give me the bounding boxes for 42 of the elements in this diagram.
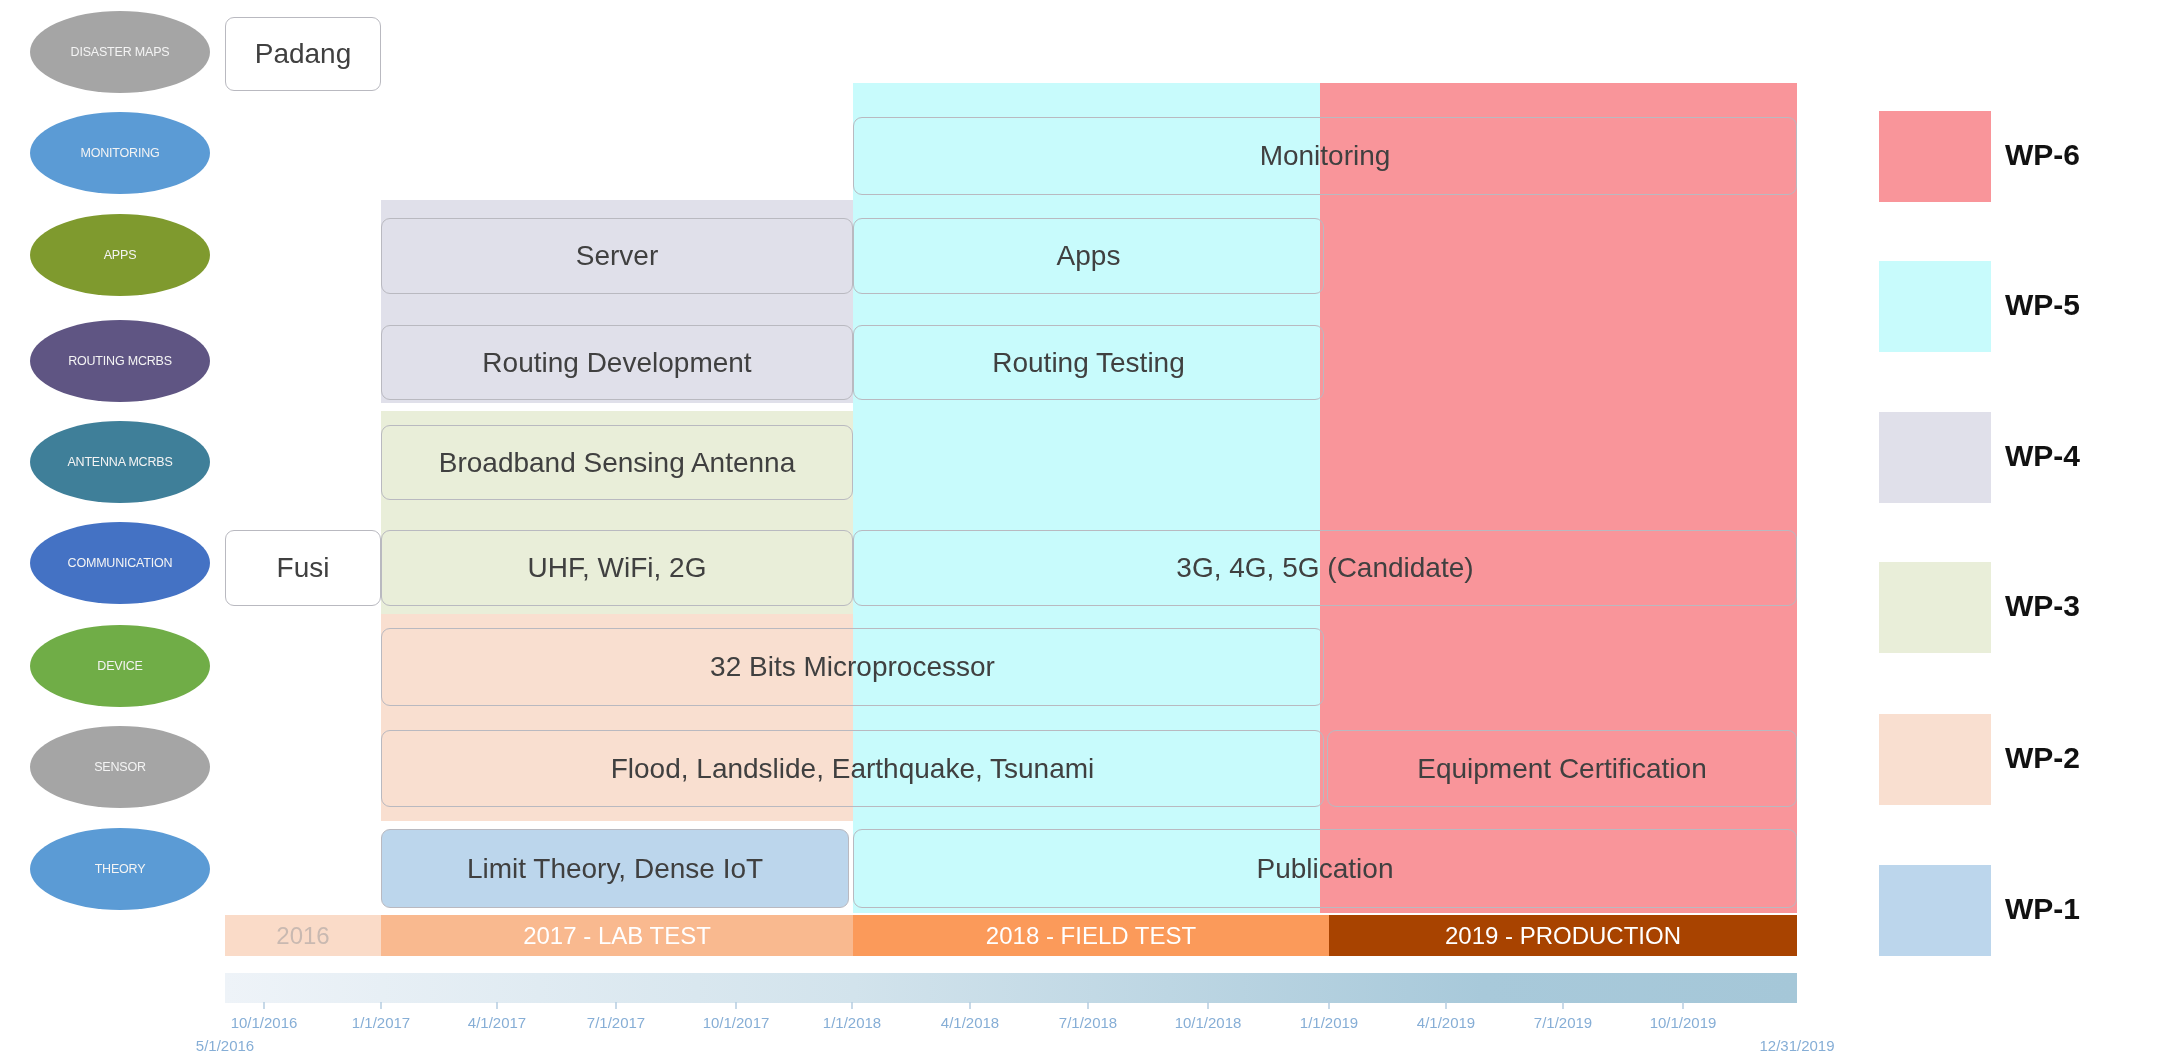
category-oval: COMMUNICATION <box>30 522 210 604</box>
category-oval: DISASTER MAPS <box>30 11 210 93</box>
date-label: 12/31/2019 <box>1759 1037 1835 1053</box>
legend-label: WP-2 <box>2005 741 2080 775</box>
legend-label: WP-1 <box>2005 892 2080 926</box>
task-box: 3G, 4G, 5G (Candidate) <box>853 530 1797 606</box>
work-package-band <box>381 200 853 403</box>
legend-label: WP-6 <box>2005 138 2080 172</box>
date-label: 4/1/2018 <box>940 1014 1000 1031</box>
work-package-band <box>381 411 853 614</box>
date-label: 1/1/2018 <box>822 1014 882 1031</box>
category-oval: MONITORING <box>30 112 210 194</box>
date-label: 7/1/2019 <box>1533 1014 1593 1031</box>
year-bar: 2018 - FIELD TEST <box>853 915 1329 956</box>
date-label: 7/1/2018 <box>1058 1014 1118 1031</box>
category-oval: ANTENNA MCRBS <box>30 421 210 503</box>
location-box: Fusi <box>225 530 381 606</box>
date-label: 7/1/2017 <box>586 1014 646 1031</box>
legend-label: WP-3 <box>2005 589 2080 623</box>
date-label: 10/1/2018 <box>1174 1014 1242 1031</box>
year-bar: 2019 - PRODUCTION <box>1329 915 1797 956</box>
year-bar: 2017 - LAB TEST <box>381 915 853 956</box>
category-oval: THEORY <box>30 828 210 910</box>
legend-label: WP-5 <box>2005 288 2080 322</box>
category-oval: ROUTING MCRBS <box>30 320 210 402</box>
date-label: 10/1/2016 <box>230 1014 298 1031</box>
legend-label: WP-4 <box>2005 439 2080 473</box>
category-oval: SENSOR <box>30 726 210 808</box>
date-label: 10/1/2019 <box>1649 1014 1717 1031</box>
date-label: 4/1/2019 <box>1416 1014 1476 1031</box>
date-label: 5/1/2016 <box>195 1037 255 1053</box>
category-oval: DEVICE <box>30 625 210 707</box>
category-oval: APPS <box>30 214 210 296</box>
task-box: Flood, Landslide, Earthquake, Tsunami <box>381 730 1324 807</box>
location-box: Padang <box>225 17 381 91</box>
timeline-bar <box>225 973 1797 1003</box>
date-label: 4/1/2017 <box>467 1014 527 1031</box>
task-box: Limit Theory, Dense IoT <box>381 829 849 908</box>
date-label: 1/1/2017 <box>351 1014 411 1031</box>
date-label: 1/1/2019 <box>1299 1014 1359 1031</box>
task-box: 32 Bits Microprocessor <box>381 628 1324 706</box>
date-label: 10/1/2017 <box>702 1014 770 1031</box>
